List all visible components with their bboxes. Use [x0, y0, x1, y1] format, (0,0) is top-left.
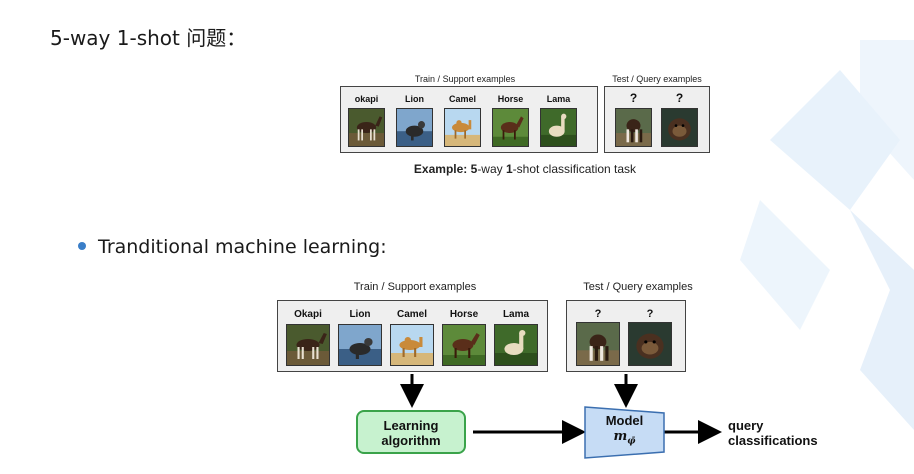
example-caption: Example: 5-way 1-shot classification tas… — [360, 162, 690, 176]
example-train-image-3 — [492, 108, 529, 147]
example-train-label-4: Lama — [546, 94, 571, 104]
ml-train-label-1: Lion — [349, 309, 371, 320]
model-shape — [584, 406, 665, 459]
model-label: Model mφ̄ — [585, 413, 664, 450]
slide-title: 5-way 1-shot 问题： — [50, 26, 247, 50]
ml-train-image-3 — [442, 324, 486, 366]
query-output-label: query classifications — [728, 418, 818, 448]
query-line1: query — [728, 418, 764, 433]
model-subscript: φ̄ — [627, 436, 636, 447]
ml-test-caption: Test / Query examples — [583, 281, 693, 293]
example-train-image-1 — [396, 108, 433, 147]
bullet-icon — [78, 241, 86, 250]
ml-train-caption: Train / Support examples — [353, 281, 477, 293]
ml-test-label-0: ? — [594, 308, 602, 320]
model-line1: Model — [605, 413, 644, 428]
example-train-label-3: Horse — [497, 94, 524, 104]
example-train-label-2: Camel — [448, 94, 476, 104]
model-symbol: m — [613, 429, 628, 444]
example-train-label-0: okapi — [354, 94, 379, 104]
example-train-label-1: Lion — [405, 94, 424, 104]
example-caption-n: 5 — [470, 162, 478, 176]
example-caption-prefix: Example: — [413, 162, 471, 176]
learning-algorithm-box: Learning algorithm — [356, 410, 466, 454]
ml-train-label-2: Camel — [396, 309, 427, 320]
ml-train-image-0 — [286, 324, 330, 366]
example-test-caption: Test / Query examples — [612, 74, 702, 84]
example-train-image-0 — [348, 108, 385, 147]
example-caption-k: 1 — [505, 162, 513, 176]
example-test-label-0: ? — [629, 91, 638, 105]
model-symbol-line: mφ̄ — [585, 429, 664, 450]
learning-line1: Learning — [383, 418, 439, 433]
bullet-text: Tranditional machine learning: — [98, 236, 387, 258]
background-watermark — [740, 40, 914, 430]
query-line2: classifications — [728, 433, 818, 448]
ml-test-image-1 — [628, 322, 672, 366]
ml-train-image-4 — [494, 324, 538, 366]
example-test-label-1: ? — [675, 91, 684, 105]
example-test-image-0 — [615, 108, 652, 147]
ml-train-label-0: Okapi — [294, 309, 322, 320]
learning-line2: algorithm — [381, 433, 441, 448]
bullet-item: Tranditional machine learning: — [78, 236, 387, 258]
example-train-image-2 — [444, 108, 481, 147]
ml-test-image-0 — [576, 322, 620, 366]
example-caption-way: -way — [477, 162, 506, 176]
example-train-image-4 — [540, 108, 577, 147]
example-test-image-1 — [661, 108, 698, 147]
ml-test-label-1: ? — [646, 308, 654, 320]
example-caption-rest: -shot classification task — [512, 162, 637, 176]
ml-train-label-3: Horse — [449, 309, 479, 320]
ml-train-image-1 — [338, 324, 382, 366]
ml-train-image-2 — [390, 324, 434, 366]
ml-train-label-4: Lama — [502, 309, 530, 320]
example-train-caption: Train / Support examples — [414, 74, 516, 84]
